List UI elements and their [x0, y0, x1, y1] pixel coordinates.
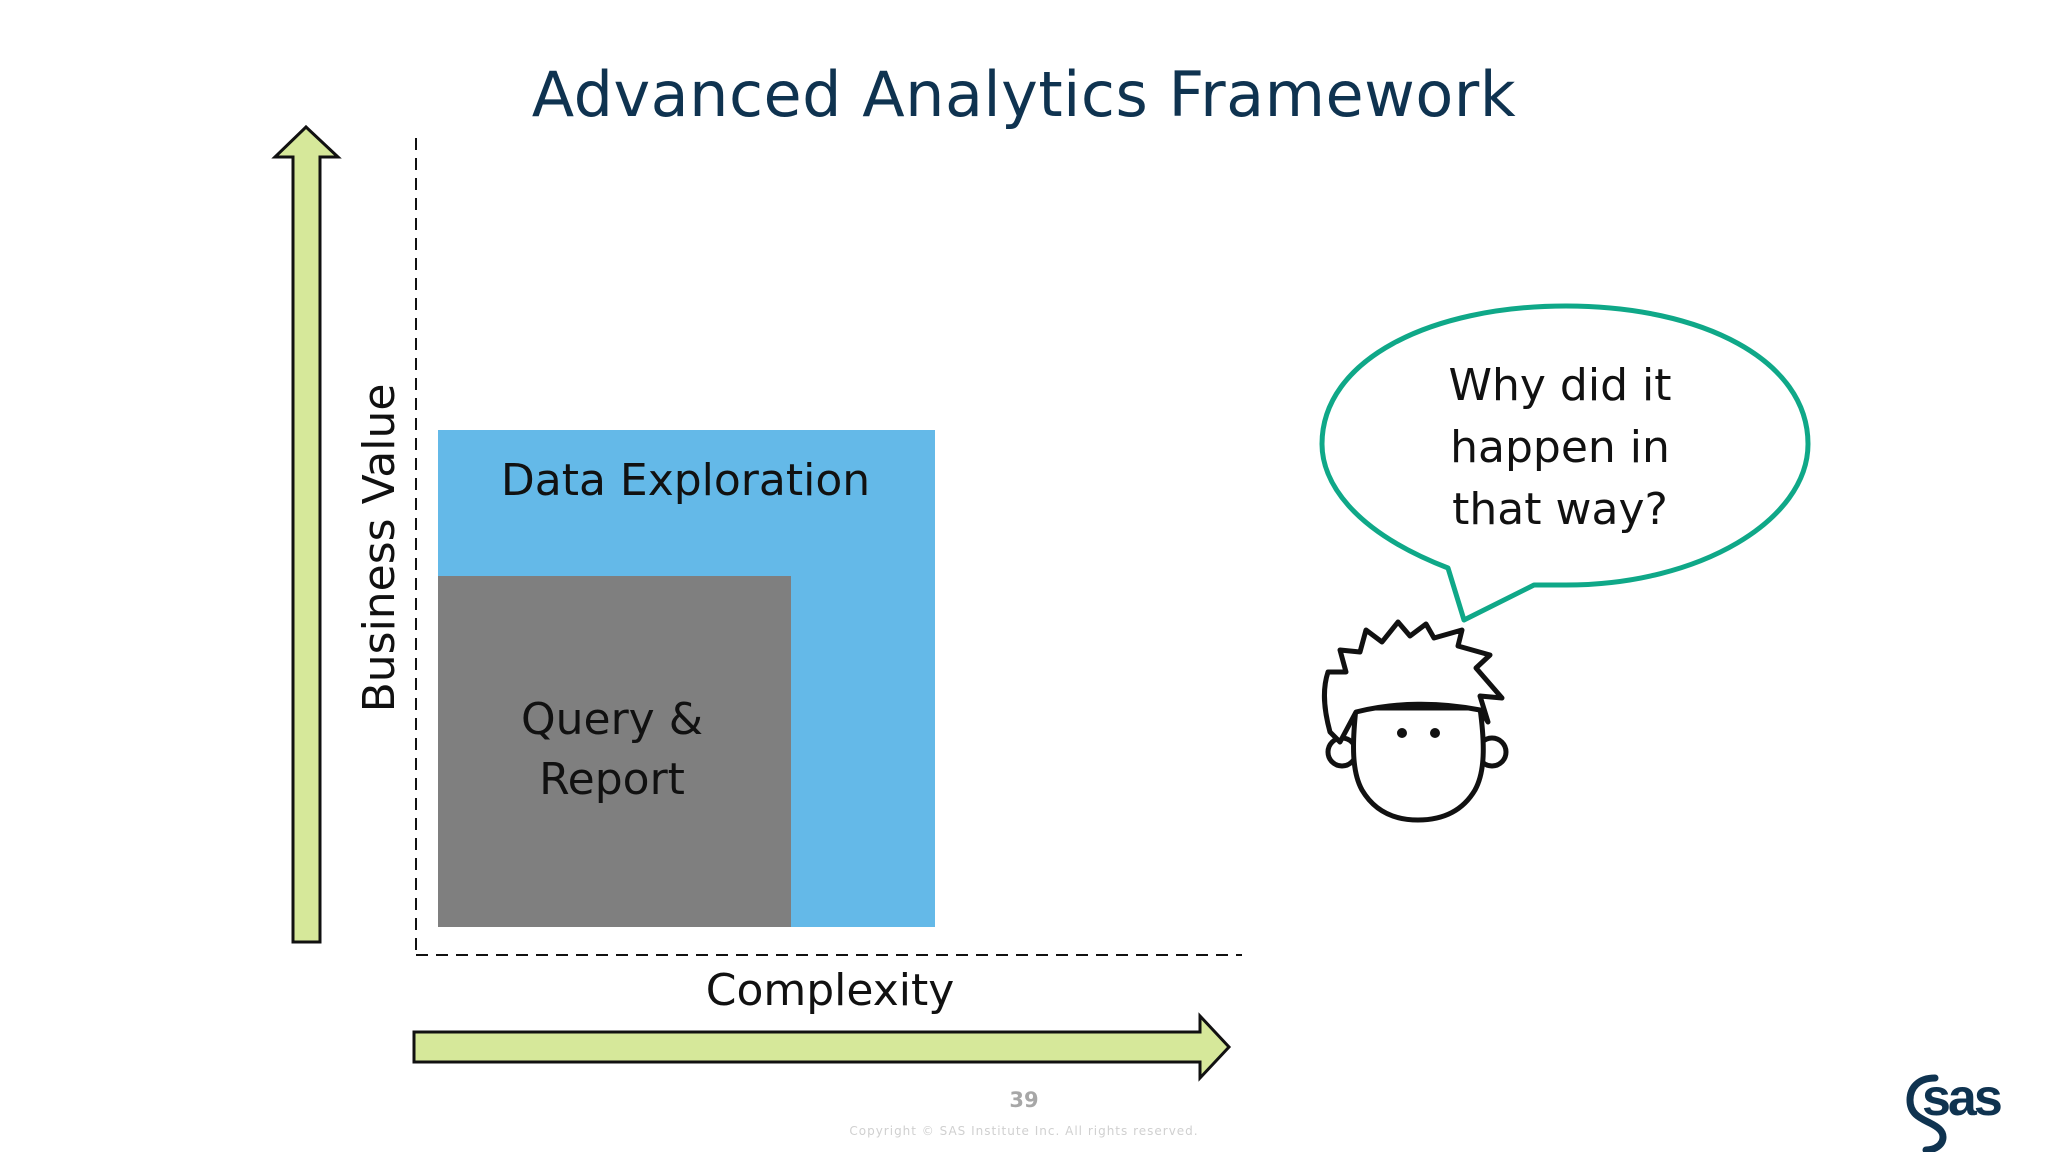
speech-bubble-text: Why did it happen in that way?	[1360, 355, 1760, 541]
speech-bubble-line-3: that way?	[1452, 484, 1668, 535]
speech-bubble-line-2: happen in	[1450, 422, 1670, 473]
query-report-line-1: Query &	[520, 694, 703, 745]
page-number: 39	[1009, 1088, 1039, 1112]
speech-bubble-line-1: Why did it	[1448, 360, 1672, 411]
query-report-label: Query & Report	[436, 690, 788, 810]
sas-logo-text: sas	[1922, 1069, 2003, 1127]
y-axis-label: Business Value	[354, 383, 405, 713]
query-report-line-2: Report	[539, 754, 685, 805]
data-exploration-label: Data Exploration	[500, 455, 871, 506]
sas-logo-icon	[1906, 1074, 1947, 1152]
complexity-arrow	[412, 1012, 1232, 1082]
business-value-arrow	[271, 124, 342, 944]
slide-title: Advanced Analytics Framework	[531, 58, 1517, 131]
speech-bubble	[1319, 303, 1811, 623]
cartoon-boy-face-icon	[1321, 619, 1509, 823]
query-report-box	[438, 576, 791, 927]
copyright-notice: Copyright © SAS Institute Inc. All right…	[849, 1124, 1199, 1138]
x-axis-label: Complexity	[705, 965, 955, 1016]
